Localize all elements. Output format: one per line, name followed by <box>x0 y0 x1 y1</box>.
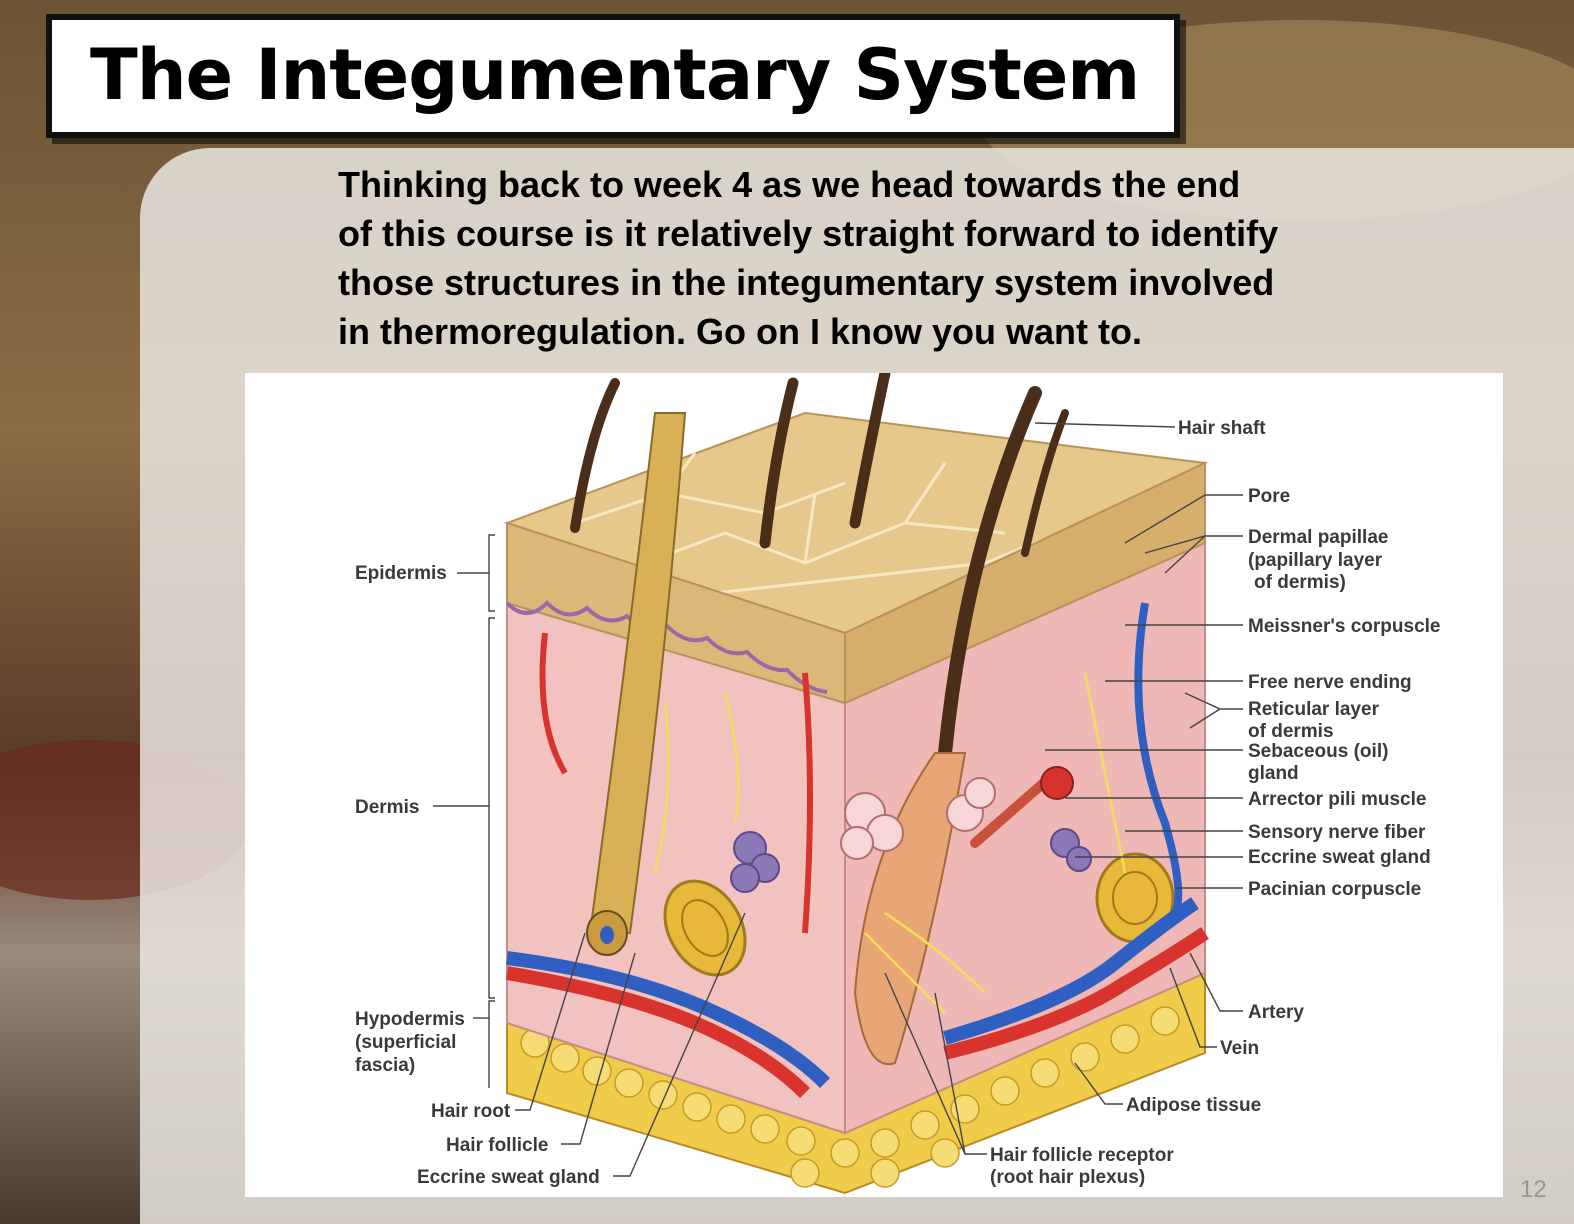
skin-block-illustration <box>503 373 1209 1195</box>
label-pacinian-corpuscle: Pacinian corpuscle <box>1248 879 1421 900</box>
label-free-nerve-ending: Free nerve ending <box>1248 672 1412 693</box>
label-sensory-nerve-fiber: Sensory nerve fiber <box>1248 822 1426 843</box>
label-eccrine-sweat-gland: Eccrine sweat gland <box>417 1167 600 1188</box>
label-hair-follicle-receptor: Hair follicle receptor <box>990 1145 1174 1166</box>
label-hypodermis: fascia) <box>355 1055 415 1076</box>
diagram-labels: Epidermis Dermis Hypodermis (superficial… <box>355 418 1441 1188</box>
skin-diagram: Epidermis Dermis Hypodermis (superficial… <box>245 373 1503 1197</box>
label-epidermis: Epidermis <box>355 563 447 584</box>
label-hair-root: Hair root <box>431 1101 511 1122</box>
label-pore: Pore <box>1248 486 1290 507</box>
label-eccrine-sweat-gland-right: Eccrine sweat gland <box>1248 847 1431 868</box>
label-sebaceous-gland: gland <box>1248 763 1299 784</box>
label-meissners-corpuscle: Meissner's corpuscle <box>1248 616 1441 637</box>
question-line: those structures in the integumentary sy… <box>338 262 1275 303</box>
question-line: of this course is it relatively straight… <box>338 213 1279 254</box>
label-hypodermis: Hypodermis <box>355 1009 465 1030</box>
label-vein: Vein <box>1220 1038 1259 1059</box>
question-line: in thermoregulation. Go on I know you wa… <box>338 311 1142 352</box>
label-artery: Artery <box>1248 1002 1304 1023</box>
label-hair-follicle: Hair follicle <box>446 1135 548 1156</box>
page-number: 12 <box>1520 1176 1547 1203</box>
label-dermal-papillae: of dermis) <box>1254 572 1346 593</box>
slide-title: The Integumentary System <box>90 34 1140 116</box>
label-hair-follicle-receptor: (root hair plexus) <box>990 1167 1145 1188</box>
label-sebaceous-gland: Sebaceous (oil) <box>1248 741 1388 762</box>
label-hair-shaft: Hair shaft <box>1178 418 1266 439</box>
label-arrector-pili-muscle: Arrector pili muscle <box>1248 789 1426 810</box>
label-hypodermis: (superficial <box>355 1032 456 1053</box>
label-dermis: Dermis <box>355 797 419 818</box>
label-adipose-tissue: Adipose tissue <box>1126 1095 1261 1116</box>
label-reticular-layer: of dermis <box>1248 721 1334 742</box>
question-text: Thinking back to week 4 as we head towar… <box>338 160 1458 356</box>
label-reticular-layer: Reticular layer <box>1248 699 1380 720</box>
question-line: Thinking back to week 4 as we head towar… <box>338 164 1241 205</box>
label-dermal-papillae: (papillary layer <box>1248 550 1383 571</box>
label-dermal-papillae: Dermal papillae <box>1248 527 1388 548</box>
title-box: The Integumentary System <box>46 14 1180 138</box>
leader-lines <box>433 422 1243 1177</box>
